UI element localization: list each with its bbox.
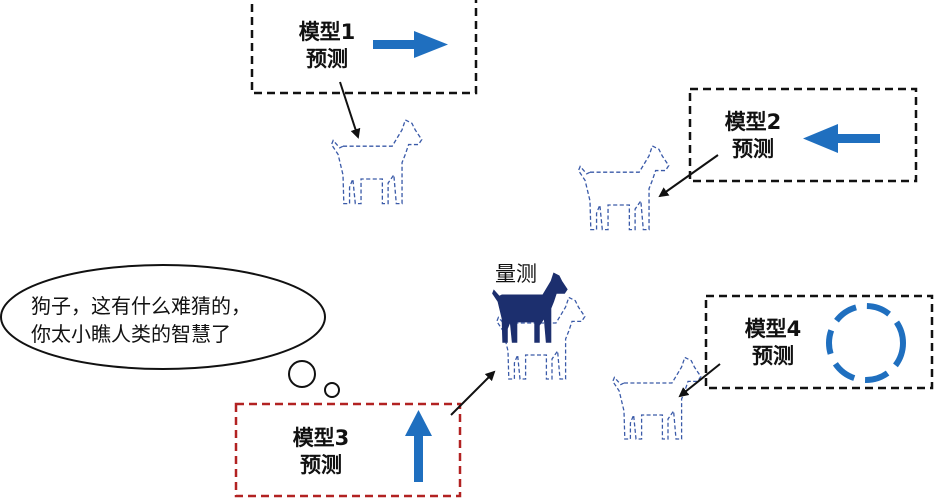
dog-model1-prediction — [330, 119, 423, 205]
thought-bubble-dot-small — [324, 382, 340, 398]
model4-name: 模型4 — [744, 317, 802, 341]
model2-action: 预测 — [732, 137, 774, 161]
thought-bubble-dot-large — [288, 360, 316, 388]
thought-text-line1: 狗子，这有什么难猜的， — [31, 294, 251, 318]
arrow-up-icon — [405, 410, 432, 482]
model4-label: 模型4 预测 — [728, 316, 818, 370]
model4-pointer — [678, 363, 721, 398]
model3-box — [234, 402, 462, 498]
model1-action: 预测 — [306, 47, 348, 71]
model2-box — [688, 87, 918, 183]
dog-model4-prediction — [612, 356, 702, 440]
model3-name: 模型3 — [292, 426, 350, 450]
model4-action: 预测 — [752, 344, 794, 368]
model1-label: 模型1 预测 — [282, 19, 372, 73]
dog-model2-prediction — [577, 145, 670, 231]
model3-action: 预测 — [300, 453, 342, 477]
model3-pointer — [450, 370, 496, 416]
circle-arrow-icon — [826, 303, 906, 383]
model4-box — [704, 294, 934, 390]
model3-label: 模型3 预测 — [276, 425, 366, 479]
measurement-label: 量测 — [495, 262, 537, 286]
arrow-right-icon — [373, 31, 448, 58]
model1-pointer — [339, 81, 361, 139]
model1-name: 模型1 — [298, 20, 356, 44]
thought-bubble — [0, 264, 326, 370]
model2-label: 模型2 预测 — [708, 109, 798, 163]
arrow-left-icon — [803, 124, 880, 153]
thought-text-line2: 你太小瞧人类的智慧了 — [31, 322, 231, 346]
model2-pointer — [658, 154, 719, 198]
model2-name: 模型2 — [724, 110, 782, 134]
model1-box — [250, 0, 478, 95]
